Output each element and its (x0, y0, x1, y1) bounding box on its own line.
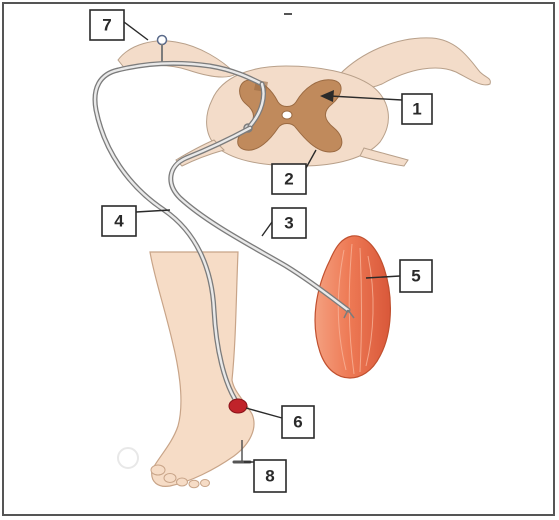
label-7-group: 7 (90, 10, 148, 40)
dorsal-root-ganglion (118, 41, 236, 77)
leg-skin (150, 252, 254, 486)
muscle-effector (315, 236, 390, 378)
label-3: 3 (284, 214, 293, 233)
label-4: 4 (114, 212, 124, 231)
label-6: 6 (293, 413, 302, 432)
spinal-cord-section (118, 38, 490, 166)
watermark-logo (118, 448, 138, 468)
label-5: 5 (411, 267, 420, 286)
skin-receptor (229, 399, 247, 413)
label-4-group: 4 (102, 206, 170, 236)
central-canal (282, 111, 292, 119)
ventral-root-right (360, 148, 408, 166)
label-6-group: 6 (246, 406, 314, 438)
label-1: 1 (412, 100, 421, 119)
label-7: 7 (102, 16, 111, 35)
ganglion-cell-body (158, 36, 167, 45)
leg (118, 252, 254, 488)
muscle-belly (315, 236, 390, 378)
label-3-group: 3 (262, 208, 306, 238)
label-2: 2 (284, 170, 293, 189)
label-8-group: 8 (244, 460, 286, 492)
label-8: 8 (265, 467, 274, 486)
